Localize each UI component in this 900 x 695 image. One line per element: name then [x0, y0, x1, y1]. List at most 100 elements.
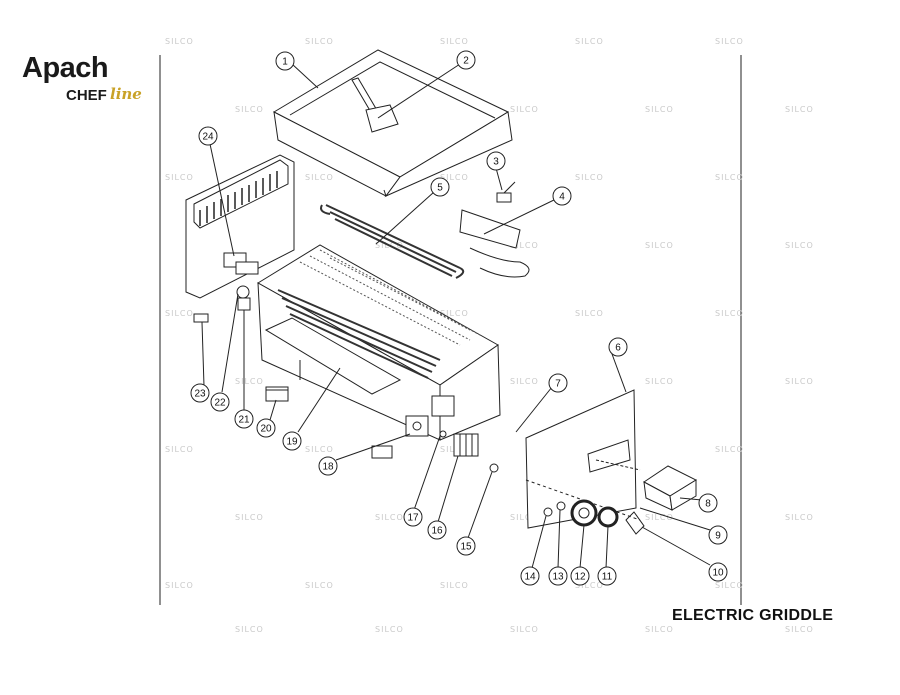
brand-logo: Apach CHEF line	[22, 52, 152, 112]
callout-7: 7	[548, 373, 568, 393]
part-24-rear-panel	[185, 154, 295, 299]
watermark-text: SILCO	[235, 105, 264, 114]
part-17-thermostat	[431, 395, 455, 438]
callout-10: 10	[708, 562, 728, 582]
callout-8: 8	[698, 493, 718, 513]
watermark-text: SILCO	[305, 581, 334, 590]
callout-number: 17	[407, 513, 419, 524]
watermark-text: SILCO	[785, 241, 814, 250]
watermark-text: SILCO	[440, 173, 469, 182]
part-3-switch	[496, 181, 516, 203]
part-5-heating-element	[320, 204, 465, 279]
griddle-body	[257, 244, 501, 441]
callout-11: 11	[597, 566, 617, 586]
callout-2: 2	[456, 50, 476, 70]
part-2-scraper	[351, 77, 399, 133]
part-18-relay	[405, 415, 429, 437]
callout-3: 3	[486, 151, 506, 171]
callout-number: 13	[552, 572, 564, 583]
watermark-text: SILCO	[165, 309, 194, 318]
part-18b-box	[371, 445, 393, 459]
watermark-text: SILCO	[510, 377, 539, 386]
watermark-text: SILCO	[575, 309, 604, 318]
callout-18: 18	[318, 456, 338, 476]
leader-lines	[201, 63, 711, 569]
watermark-text: SILCO	[715, 173, 744, 182]
callout-15: 15	[456, 536, 476, 556]
watermark-text: SILCO	[305, 173, 334, 182]
callout-4: 4	[552, 186, 572, 206]
watermark-text: SILCO	[375, 513, 404, 522]
callout-number: 15	[460, 542, 472, 553]
callout-number: 9	[715, 531, 721, 542]
watermark-text: SILCO	[165, 581, 194, 590]
watermark-text: SILCO	[575, 173, 604, 182]
part-21-bushing	[237, 297, 251, 311]
watermark-text: SILCO	[305, 445, 334, 454]
callout-6: 6	[608, 337, 628, 357]
callout-number: 7	[555, 379, 561, 390]
callout-number: 2	[463, 56, 469, 67]
part-14-pilot-light	[543, 507, 553, 517]
watermark-text: SILCO	[510, 241, 539, 250]
callout-number: 19	[286, 437, 298, 448]
callout-number: 24	[202, 132, 214, 143]
part-4-side-rail	[459, 209, 530, 278]
callout-number: 11	[602, 572, 613, 583]
watermark-text: SILCO	[375, 625, 404, 634]
callout-5: 5	[430, 177, 450, 197]
watermark-text: SILCO	[715, 309, 744, 318]
callout-22: 22	[210, 392, 230, 412]
brand-script: line	[110, 85, 142, 103]
part-23-foot	[193, 313, 209, 323]
watermark-text: SILCO	[645, 377, 674, 386]
watermark-text: SILCO	[785, 105, 814, 114]
watermark-text: SILCO	[785, 625, 814, 634]
watermark-text: SILCO	[510, 513, 539, 522]
watermark-text: SILCO	[440, 37, 469, 46]
callout-number: 20	[260, 424, 272, 435]
callout-21: 21	[234, 409, 254, 429]
watermark-text: SILCO	[235, 513, 264, 522]
brand-sub: CHEF	[66, 87, 107, 104]
watermark-text: SILCO	[575, 581, 604, 590]
callout-number: 16	[431, 526, 443, 537]
callout-23: 23	[190, 383, 210, 403]
assembly-axis-line	[525, 479, 641, 521]
callout-number: 14	[524, 572, 536, 583]
callout-9: 9	[708, 525, 728, 545]
callout-24: 24	[198, 126, 218, 146]
part-22-gland	[236, 285, 250, 299]
callout-number: 18	[322, 462, 334, 473]
part-10-knob	[625, 511, 645, 535]
callout-number: 4	[559, 192, 565, 203]
part-6-control-panel	[525, 389, 641, 529]
part-13-lamp	[556, 501, 566, 511]
part-20-box	[265, 386, 289, 402]
callout-number: 23	[194, 389, 206, 400]
callout-number: 21	[238, 415, 250, 426]
watermark-text: SILCO	[645, 513, 674, 522]
watermark-text: SILCO	[645, 625, 674, 634]
watermark-text: SILCO	[235, 377, 264, 386]
callout-number: 8	[705, 499, 711, 510]
callout-number: 22	[214, 398, 226, 409]
watermark-text: SILCO	[440, 309, 469, 318]
watermark-text: SILCO	[440, 581, 469, 590]
callout-number: 5	[437, 183, 443, 194]
watermark-text: SILCO	[165, 37, 194, 46]
diagram-title: ELECTRIC GRIDDLE	[672, 607, 834, 624]
part-15-washer	[489, 463, 499, 473]
part-8-drawer	[643, 465, 698, 511]
watermark-text: SILCO	[235, 625, 264, 634]
callout-number: 1	[282, 57, 288, 68]
brand-name: Apach	[22, 52, 109, 84]
part-11-ring	[597, 506, 619, 528]
watermark-text: SILCO	[715, 581, 744, 590]
watermark-text: SILCO	[785, 513, 814, 522]
watermark-text: SILCO	[785, 377, 814, 386]
watermark-text: SILCO	[645, 241, 674, 250]
callout-20: 20	[256, 418, 276, 438]
